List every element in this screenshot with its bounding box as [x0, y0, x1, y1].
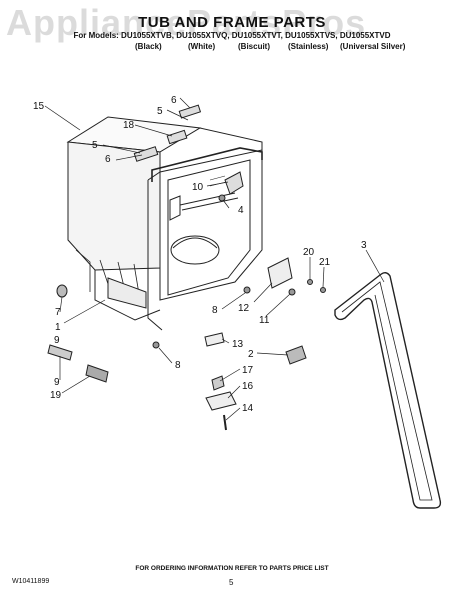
callout-18: 18 — [123, 120, 135, 131]
part-2-latch — [285, 345, 307, 365]
part-21-washer — [320, 287, 326, 293]
callout-21: 21 — [319, 257, 331, 268]
part-8-screw-lower — [152, 341, 160, 349]
callout-4: 4 — [238, 205, 244, 216]
part-16-bracket — [205, 391, 237, 411]
part-12-bracket — [267, 257, 293, 289]
callout-1: 1 — [55, 322, 61, 333]
color-label-biscuit: (Biscuit) — [238, 42, 270, 51]
callout-6-top: 6 — [171, 95, 177, 106]
watermark-logo: AppliancePartsPros — [6, 2, 367, 43]
callout-17: 17 — [242, 365, 254, 376]
callout-8-upper: 8 — [212, 305, 218, 316]
part-4-screw — [218, 194, 226, 202]
page-number: 5 — [229, 578, 234, 587]
part-6-bracket-left — [133, 146, 159, 162]
callout-9: 9 — [54, 377, 60, 388]
callout-5-left: 5 — [92, 140, 98, 151]
callout-10: 10 — [192, 182, 204, 193]
callout-3: 3 — [361, 240, 367, 251]
ordering-info-footer: FOR ORDERING INFORMATION REFER TO PARTS … — [135, 565, 329, 572]
callout-15: 15 — [33, 101, 45, 112]
color-label-white: (White) — [188, 42, 216, 51]
color-label-stainless: (Stainless) — [288, 42, 329, 51]
callout-9-upper: 9 — [54, 335, 60, 346]
callout-13: 13 — [232, 339, 244, 350]
callout-16: 16 — [242, 381, 254, 392]
color-label-black: (Black) — [135, 42, 162, 51]
part-11-screw — [288, 288, 296, 296]
models-line: For Models: DU1055XTVB, DU1055XTVQ, DU10… — [73, 31, 391, 40]
part-7-foot — [56, 284, 68, 298]
part-8-screw-upper — [243, 286, 251, 294]
part-14-screw — [223, 414, 227, 431]
callout-11: 11 — [259, 315, 270, 326]
callout-2: 2 — [248, 349, 254, 360]
door-gasket-part — [334, 272, 442, 509]
page-title: TUB AND FRAME PARTS — [138, 14, 326, 31]
part-20-nut — [307, 279, 313, 285]
callout-14: 14 — [242, 403, 254, 414]
part-18-clip — [166, 129, 188, 145]
part-19-cover — [85, 364, 109, 383]
callout-20: 20 — [303, 247, 315, 258]
part-17-clip — [211, 375, 225, 391]
tub-gasket-top — [151, 147, 263, 182]
part-6-bracket-top — [178, 104, 202, 119]
part-10-bracket — [224, 171, 244, 195]
callout-6-left: 6 — [105, 154, 111, 165]
part-9-leveling-leg — [47, 344, 73, 361]
callout-5-top: 5 — [157, 106, 163, 117]
callout-8-lower: 8 — [175, 360, 181, 371]
callout-12: 12 — [238, 303, 250, 314]
callout-7: 7 — [55, 307, 61, 318]
color-label-universal-silver: (Universal Silver) — [340, 42, 406, 51]
document-id: W10411899 — [12, 578, 50, 585]
part-13-plate — [204, 332, 225, 347]
callout-19: 19 — [50, 390, 62, 401]
